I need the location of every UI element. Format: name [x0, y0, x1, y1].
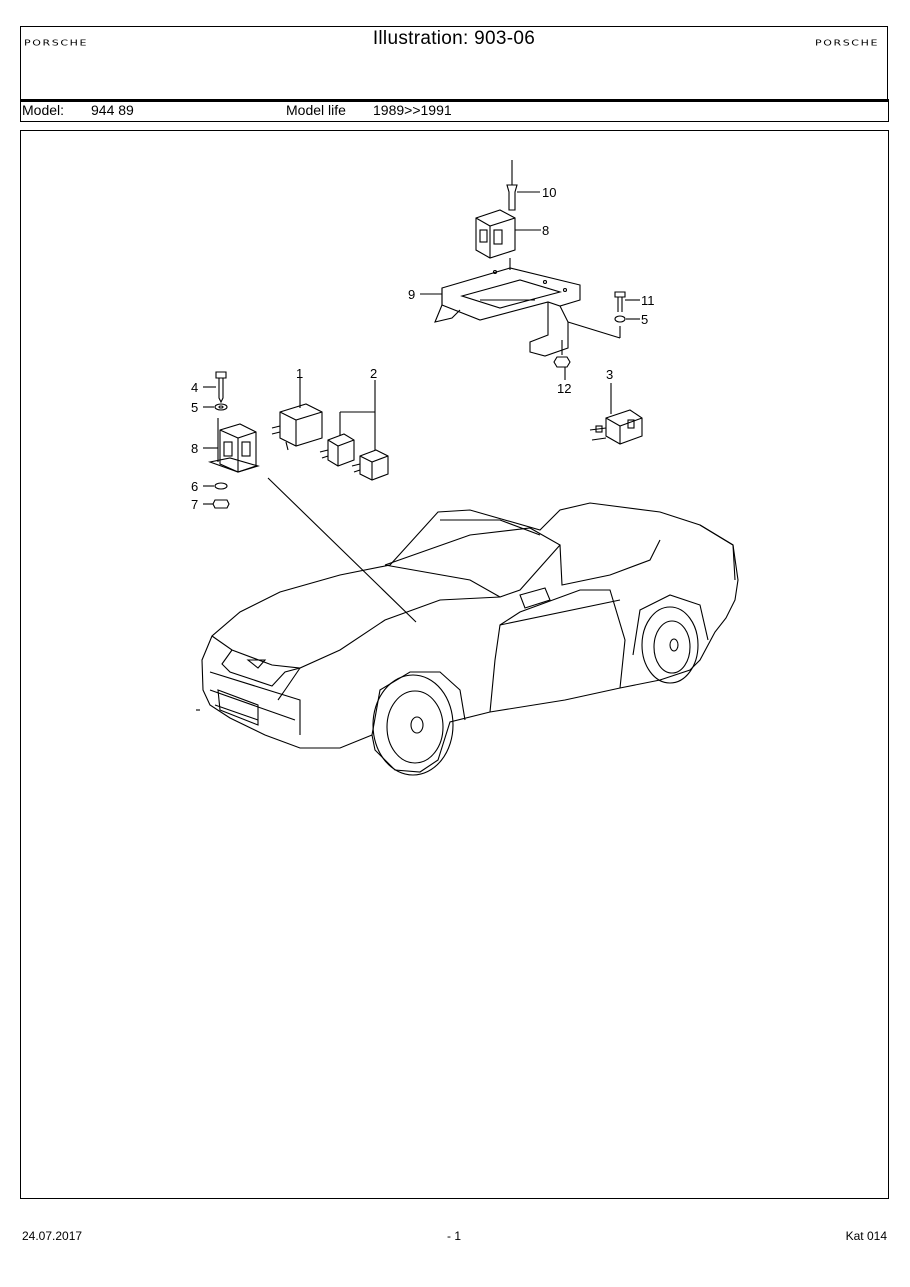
- callout-1: 1: [296, 366, 303, 381]
- porsche-logo-left: PORSCHE: [24, 38, 89, 48]
- callout-12: 12: [557, 381, 571, 396]
- model-life-label: Model life: [286, 102, 346, 118]
- callout-8-left: 8: [191, 441, 198, 456]
- footer-page-number: - 1: [447, 1229, 462, 1243]
- model-info-row: Model: 944 89 Model life 1989>>1991: [20, 102, 889, 122]
- header-divider: [20, 99, 889, 102]
- relay-3: [589, 383, 643, 445]
- porsche-logo-right: PORSCHE: [814, 38, 879, 48]
- header-box: Illustration: 903-06 PORSCHE PORSCHE: [20, 26, 888, 100]
- callout-7: 7: [191, 497, 198, 512]
- callout-6: 6: [191, 479, 198, 494]
- illustration-frame: [20, 130, 889, 1199]
- relays-1-2: [271, 378, 389, 481]
- callout-4: 4: [191, 380, 198, 395]
- page-title: Illustration: 903-06: [372, 28, 536, 49]
- footer-catalog: Kat 014: [845, 1229, 887, 1243]
- callout-5-right: 5: [641, 312, 648, 327]
- left-fastener-stack: [203, 371, 417, 623]
- callout-8-top: 8: [542, 223, 549, 238]
- callout-3: 3: [606, 367, 613, 382]
- callout-2: 2: [370, 366, 377, 381]
- callout-labels: 1 2 3 4 5 8 6 7 9 10 8 11 5 12: [191, 185, 655, 512]
- callout-9: 9: [408, 287, 415, 302]
- car-illustration: [196, 502, 739, 776]
- callout-11: 11: [641, 293, 655, 308]
- callout-10: 10: [542, 185, 556, 200]
- callout-5-left: 5: [191, 400, 198, 415]
- model-value: 944 89: [91, 102, 134, 118]
- model-life-value: 1989>>1991: [373, 102, 452, 118]
- model-label: Model:: [22, 102, 65, 118]
- footer-date: 24.07.2017: [22, 1229, 83, 1243]
- bracket-assembly: [420, 160, 640, 380]
